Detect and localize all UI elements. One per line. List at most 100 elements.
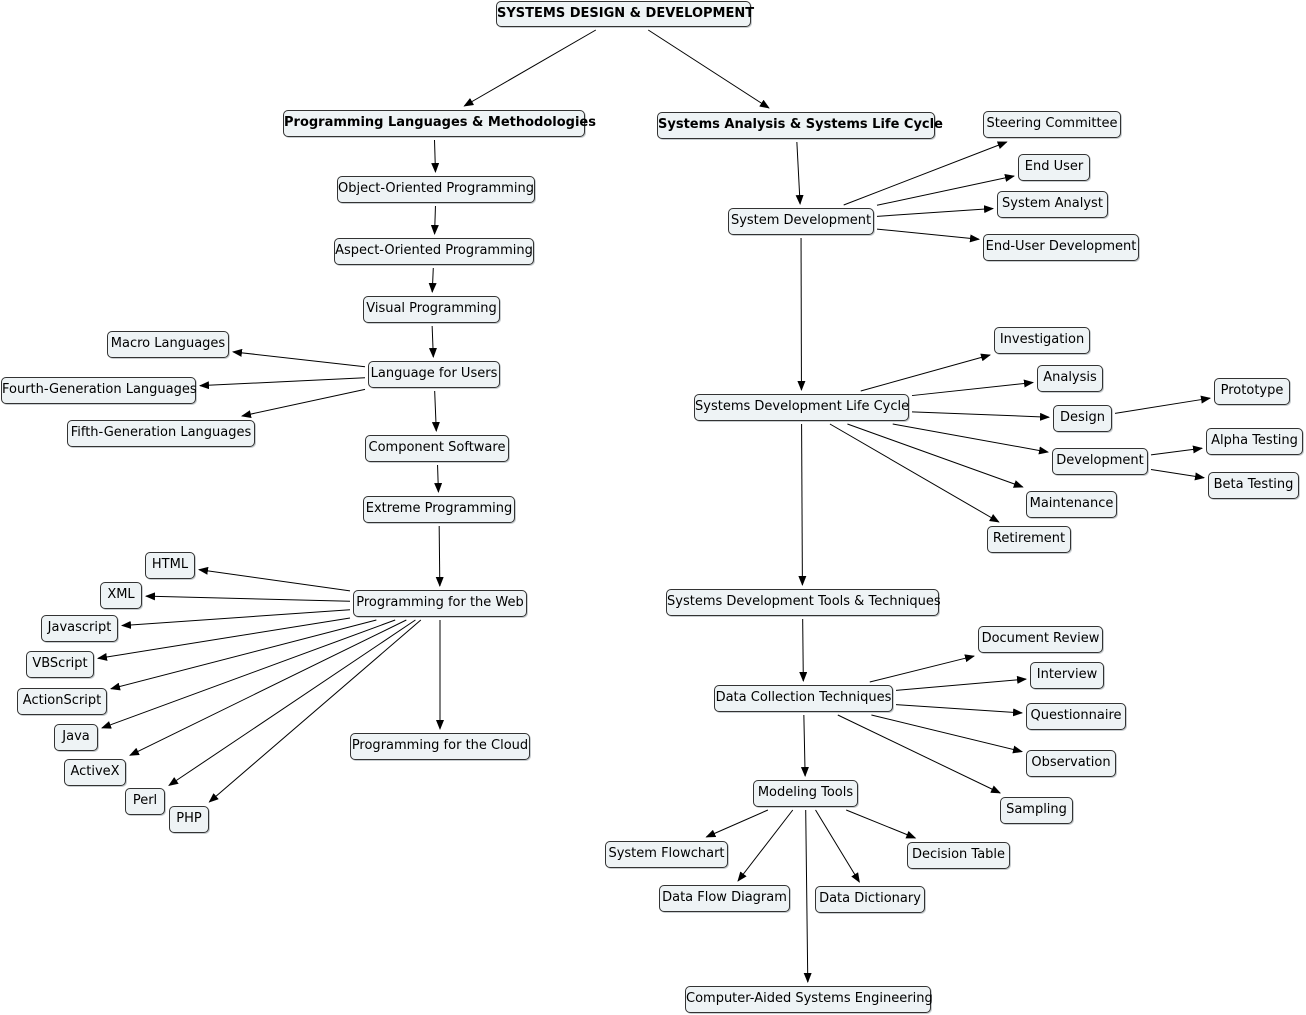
node-sampling: Sampling — [1000, 797, 1073, 824]
edge-sdlc-to-maint — [847, 423, 1024, 488]
edge-web-to-js — [121, 609, 351, 629]
node-programming-for-the-cloud: Programming for the Cloud — [350, 733, 530, 760]
node-document-review: Document Review — [978, 626, 1103, 653]
node-vbscript: VBScript — [26, 651, 94, 678]
edge-web-to-activex — [129, 619, 407, 756]
node-macro-languages: Macro Languages — [107, 331, 229, 358]
node-systems-analysis-life-cycle: Systems Analysis & Systems Life Cycle — [657, 112, 943, 139]
node-aspect-oriented-programming: Aspect-Oriented Programming — [334, 238, 534, 265]
node-fifth-generation-languages: Fifth-Generation Languages — [67, 420, 255, 447]
edge-model-to-case — [803, 809, 812, 983]
edge-dct-to-docrev — [869, 654, 975, 683]
node-design: Design — [1053, 405, 1112, 432]
node-data-collection-techniques: Data Collection Techniques — [714, 685, 893, 712]
edge-comp-to-xp — [434, 464, 443, 493]
edge-sysdev-to-eud — [876, 228, 980, 243]
edge-oop-to-aop — [430, 205, 439, 235]
node-programming-languages-methodologies: Programming Languages & Methodologies — [283, 110, 596, 137]
node-systems-development-tools-techniques: Systems Development Tools & Techniques — [666, 589, 941, 616]
edge-web-to-php — [208, 619, 422, 803]
edge-xp-to-web — [435, 525, 444, 587]
node-alpha-testing: Alpha Testing — [1206, 428, 1303, 455]
node-end-user-development: End-User Development — [983, 234, 1139, 261]
node-systems-development-life-cycle: Systems Development Life Cycle — [694, 394, 909, 421]
node-language-for-users: Language for Users — [368, 361, 500, 388]
edge-dev-to-beta — [1150, 468, 1205, 481]
edge-root-to-sa — [647, 29, 770, 109]
node-investigation: Investigation — [994, 327, 1090, 354]
edge-sdlc-to-design — [911, 411, 1050, 421]
edge-sysdev-to-steering — [843, 141, 1008, 206]
node-prototype: Prototype — [1214, 378, 1290, 405]
edge-dct-to-quest — [895, 704, 1023, 717]
node-analysis: Analysis — [1037, 365, 1103, 392]
node-questionnaire: Questionnaire — [1026, 703, 1126, 730]
node-php: PHP — [169, 806, 209, 833]
edge-sa-to-sysdev — [795, 141, 804, 205]
node-object-oriented-programming: Object-Oriented Programming — [337, 176, 535, 203]
node-interview: Interview — [1030, 662, 1104, 689]
node-activex: ActiveX — [64, 759, 126, 786]
edge-tools-to-dct — [799, 618, 808, 682]
edge-aop-to-vp — [428, 267, 437, 293]
node-retirement: Retirement — [987, 526, 1071, 553]
edge-vp-to-lfu — [428, 325, 437, 358]
edge-root-to-plm — [463, 29, 597, 107]
node-observation: Observation — [1026, 750, 1116, 777]
edge-plm-to-oop — [431, 139, 440, 173]
node-decision-table: Decision Table — [907, 842, 1010, 869]
node-component-software: Component Software — [365, 435, 509, 462]
edge-lfu-to-fifth — [240, 388, 366, 419]
node-extreme-programming: Extreme Programming — [363, 496, 515, 523]
edge-sdlc-to-tools — [798, 423, 807, 586]
node-programming-for-the-web: Programming for the Web — [353, 590, 527, 617]
node-end-user: End User — [1018, 154, 1090, 181]
node-xml: XML — [100, 582, 142, 609]
node-system-analyst: System Analyst — [997, 191, 1108, 218]
edge-model-to-dd — [815, 809, 860, 883]
edge-sdlc-to-retire — [829, 423, 1000, 523]
node-javascript: Javascript — [41, 615, 118, 642]
node-fourth-generation-languages: Fourth-Generation Languages — [1, 377, 197, 404]
node-system-development: System Development — [728, 208, 874, 235]
node-system-flowchart: System Flowchart — [605, 841, 728, 868]
edge-lfu-to-fourth — [199, 377, 366, 390]
node-beta-testing: Beta Testing — [1208, 472, 1299, 499]
edge-dct-to-sampling — [837, 714, 1001, 794]
edge-web-to-java — [101, 619, 396, 729]
edge-model-to-dtable — [846, 809, 917, 839]
edge-dct-to-interview — [895, 675, 1027, 691]
edge-dct-to-model — [800, 714, 809, 777]
node-visual-programming: Visual Programming — [363, 296, 500, 323]
node-data-flow-diagram: Data Flow Diagram — [659, 885, 790, 912]
node-perl: Perl — [125, 788, 165, 815]
node-java: Java — [54, 724, 98, 751]
edge-web-to-html — [198, 566, 351, 592]
edge-model-to-flowchart — [705, 809, 769, 838]
node-steering-committee: Steering Committee — [983, 111, 1121, 138]
edge-web-to-vbs — [97, 617, 351, 661]
node-maintenance: Maintenance — [1026, 491, 1117, 518]
edge-web-to-perl — [168, 619, 416, 786]
edge-sdlc-to-dev — [892, 423, 1049, 455]
node-computer-aided-systems-engineering: Computer-Aided Systems Engineering — [685, 986, 933, 1013]
edge-web-to-xml — [145, 592, 351, 602]
edge-dev-to-alpha — [1150, 445, 1203, 456]
edge-lfu-to-comp — [431, 390, 440, 432]
node-html: HTML — [145, 552, 195, 579]
node-modeling-tools: Modeling Tools — [753, 780, 858, 807]
edge-sysdev-to-enduser — [876, 174, 1015, 206]
node-development: Development — [1052, 448, 1148, 475]
node-systems-design-development: SYSTEMS DESIGN & DEVELOPMENT — [496, 1, 754, 27]
edge-sdlc-to-analysis — [911, 379, 1034, 397]
edge-model-to-dfd — [737, 809, 794, 882]
edge-dct-to-observ — [871, 714, 1023, 754]
edge-design-to-proto — [1114, 395, 1211, 414]
edge-sdlc-to-invest — [860, 353, 991, 392]
node-data-dictionary: Data Dictionary — [815, 886, 925, 913]
edge-sysdev-to-analyst — [876, 205, 994, 217]
edge-lfu-to-macro — [232, 348, 366, 368]
node-actionscript: ActionScript — [17, 688, 107, 715]
